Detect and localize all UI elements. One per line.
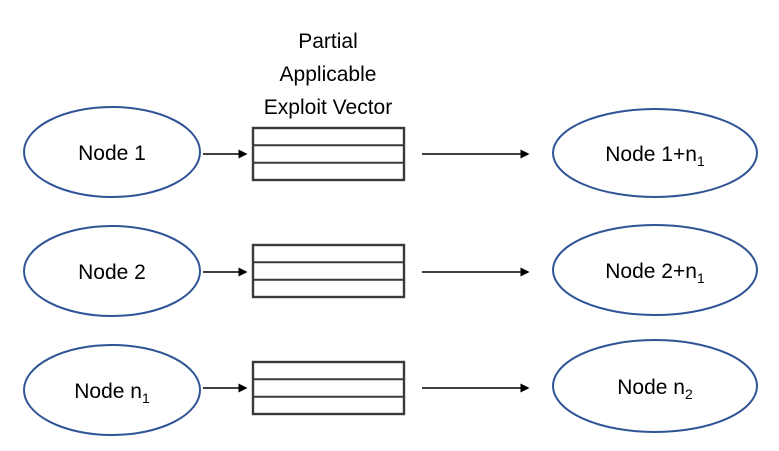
target-node-label: Node 2+n1 bbox=[605, 260, 705, 286]
target-node-label: Node 1+n1 bbox=[605, 143, 705, 169]
title-line-3: Exploit Vector bbox=[264, 96, 392, 119]
node-label-text: Node 2 bbox=[78, 261, 146, 284]
node-label-subscript: 1 bbox=[697, 270, 705, 286]
exploit-vector-table bbox=[251, 243, 406, 299]
source-node-label: Node 1 bbox=[78, 142, 146, 165]
node-label-subscript: 1 bbox=[142, 390, 150, 406]
target-node-label: Node n2 bbox=[617, 376, 693, 402]
source-node-ellipse bbox=[23, 106, 201, 198]
node-label-text: Node 2+n bbox=[605, 260, 697, 283]
table-outline bbox=[251, 126, 406, 182]
diagram-row-1: Node 1 Node 1+n1 bbox=[23, 106, 758, 198]
source-node-ellipse bbox=[23, 225, 201, 317]
target-node-ellipse bbox=[552, 224, 758, 316]
source-node-label: Node n1 bbox=[74, 380, 150, 406]
source-node-label: Node 2 bbox=[78, 261, 146, 284]
target-node-ellipse bbox=[552, 108, 758, 198]
node-label-text: Node n bbox=[617, 376, 685, 399]
table-outline bbox=[251, 243, 406, 299]
node-label-text: Node 1+n bbox=[605, 143, 697, 166]
diagram-row-3: Node n1 Node n2 bbox=[23, 339, 758, 436]
exploit-vector-table bbox=[251, 126, 406, 182]
node-label-text: Node n bbox=[74, 380, 142, 403]
title-line-2: Applicable bbox=[280, 63, 377, 86]
exploit-vector-table bbox=[251, 360, 406, 416]
column-title: Partial Applicable Exploit Vector bbox=[264, 30, 392, 119]
table-outline bbox=[251, 360, 406, 416]
node-label-text: Node 1 bbox=[78, 142, 146, 165]
source-node-ellipse bbox=[23, 344, 201, 436]
node-label-subscript: 1 bbox=[697, 153, 705, 169]
title-line-1: Partial bbox=[298, 30, 358, 53]
target-node-ellipse bbox=[552, 339, 758, 433]
node-label-subscript: 2 bbox=[685, 386, 693, 402]
diagram-row-2: Node 2 Node 2+n1 bbox=[23, 224, 758, 317]
